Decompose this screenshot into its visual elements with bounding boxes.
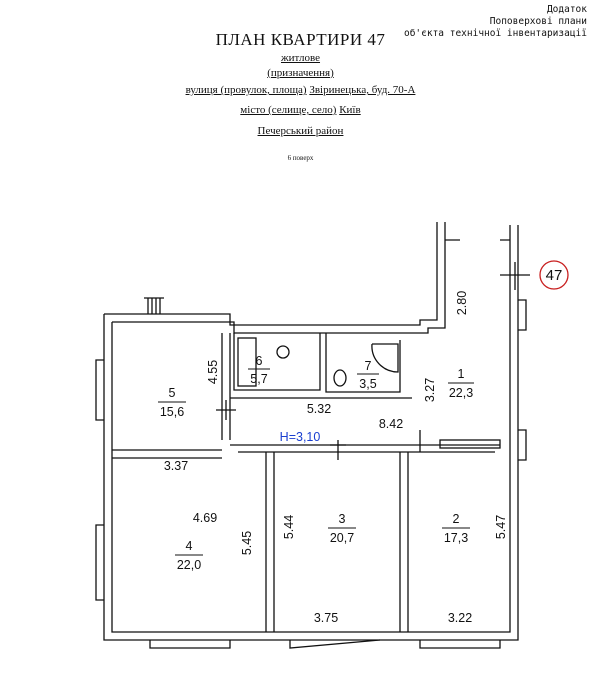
stair-wall: [445, 225, 519, 245]
room-5-area: 15,6: [160, 405, 184, 419]
room-3-number: 3: [339, 512, 346, 526]
purpose-caption-text: (призначення): [267, 67, 334, 79]
attachment-line-3: об'єкта технічної інвентаризації: [403, 28, 587, 39]
dimension-3-75: 3.75: [314, 611, 338, 625]
north-wall-inner: [112, 222, 446, 334]
attachment-note: Додаток Поповерхові плани об'єкта техніч…: [404, 4, 587, 40]
city-value: Київ: [339, 104, 361, 116]
dimension-3-37: 3.37: [164, 459, 188, 473]
room-4-area: 22,0: [177, 558, 201, 572]
attachment-line-1: Додаток: [546, 4, 587, 15]
toilet: [333, 369, 347, 387]
east-windows: [518, 299, 527, 461]
dimension-3-22: 3.22: [448, 611, 472, 625]
radiator: [439, 439, 501, 449]
attachment-line-2: Поповерхові плани: [489, 16, 587, 27]
floor-note: 6 поверх: [287, 154, 314, 162]
balcony-railing: [144, 297, 164, 314]
apartment-number-marker: [539, 260, 569, 290]
dimension-3-27: 3.27: [423, 378, 437, 402]
room-2-number: 2: [453, 512, 460, 526]
dimension-5-32: 5.32: [307, 402, 331, 416]
north-wall: [104, 222, 438, 326]
room-5-number: 5: [169, 386, 176, 400]
washbasin: [276, 345, 290, 359]
dimension-8-42: 8.42: [379, 417, 403, 431]
dimension-5-47: 5.47: [494, 515, 508, 539]
south-windows: [149, 639, 501, 649]
purpose-caption: (призначення): [0, 67, 601, 79]
room-1-number: 1: [458, 367, 465, 381]
bathroom-walls: [233, 333, 401, 393]
room-7-number: 7: [365, 359, 372, 373]
city-line: місто (селище, село) Київ: [0, 104, 601, 116]
district-line: Печерський район: [0, 125, 601, 137]
outer-wall-main: [103, 245, 519, 641]
room-5-walls: [112, 333, 231, 459]
page-title: ПЛАН КВАРТИРИ 47: [215, 30, 386, 49]
apartment-number: 47: [546, 267, 563, 284]
ceiling-height: H=3,10: [280, 430, 321, 444]
shower: [371, 343, 399, 373]
west-windows: [95, 359, 104, 601]
room-7-area: 3,5: [359, 377, 376, 391]
dimension-4-69: 4.69: [193, 511, 217, 525]
room-4-number: 4: [186, 539, 193, 553]
dimension-5-44: 5.44: [282, 515, 296, 539]
city-caption: місто (селище, село): [240, 104, 337, 116]
purpose-value: житлове: [0, 52, 601, 64]
dimension-2-80: 2.80: [455, 291, 469, 315]
room-2-area: 17,3: [444, 531, 468, 545]
dimension-5-45: 5.45: [240, 531, 254, 555]
room-6-number: 6: [256, 354, 263, 368]
bathtub: [237, 337, 257, 387]
street-line: вулиця (провулок, площа) Звіринецька, бу…: [0, 84, 601, 96]
street-value: Звіринецька, буд. 70-А: [309, 84, 416, 96]
room-1-area: 22,3: [449, 386, 473, 400]
corridor-walls: [230, 397, 500, 453]
district-value: Печерський район: [257, 125, 344, 137]
bedroom-partitions: [265, 452, 409, 632]
purpose-value-text: житлове: [280, 52, 321, 64]
street-caption: вулиця (провулок, площа): [185, 84, 307, 96]
room-6-area: 5,7: [250, 372, 267, 386]
outer-wall-inner-line: [111, 245, 511, 633]
dimension-ticks: [216, 262, 530, 460]
dimension-4-55: 4.55: [206, 360, 220, 384]
room-3-area: 20,7: [330, 531, 354, 545]
